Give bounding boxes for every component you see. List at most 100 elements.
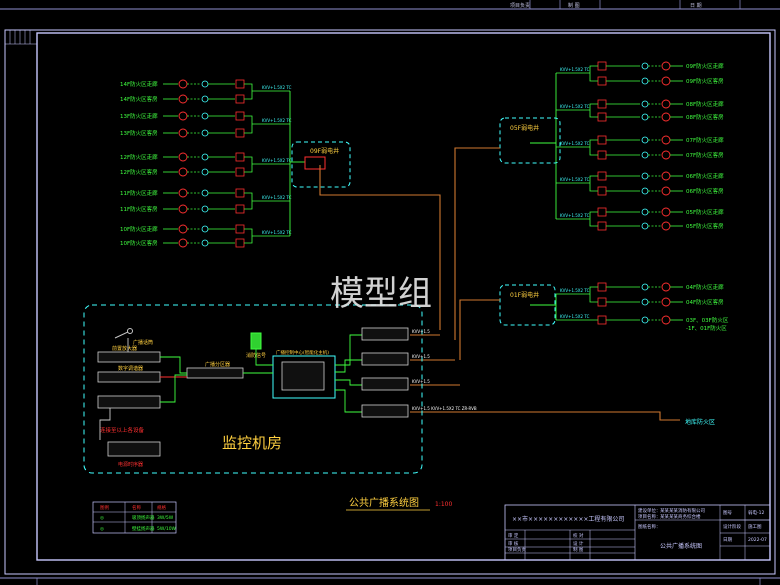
company-name: ××市××××××××××××工程有限公司 xyxy=(512,515,624,523)
junction-box-icon xyxy=(597,297,607,307)
volume-control-icon xyxy=(661,76,671,86)
volume-control-icon xyxy=(661,282,671,292)
right-output-label: 06F防火区走廊 xyxy=(686,172,724,180)
right-low-output-label: 04F防火区客房 xyxy=(686,298,724,306)
right-floor-group: 09F防火区走廊09F防火区客房08F防火区走廊08F防火区客房07F防火区走廊… xyxy=(530,61,724,231)
left-output-label: 13F防火区客房 xyxy=(120,129,158,137)
trunk-label: KVV+1.5X2 TC xyxy=(560,104,590,109)
control-room-label: 监控机房 xyxy=(222,434,282,452)
left-output-label: 11F防火区客房 xyxy=(120,205,158,213)
volume-control-icon xyxy=(178,204,188,214)
junction-box-icon xyxy=(235,152,245,162)
volume-control-icon xyxy=(661,112,671,122)
right-output-label: 08F防火区走廊 xyxy=(686,100,724,108)
volume-control-icon xyxy=(178,238,188,248)
junction-box-icon xyxy=(597,186,607,196)
left-output-label: 11F防火区走廊 xyxy=(120,189,158,197)
preamp-label: 前置放大器 xyxy=(112,345,137,352)
legend-cell: 名称 xyxy=(132,504,141,511)
panel-01f-label: 01F弱电井 xyxy=(510,291,539,299)
legend-cell: 规格 xyxy=(157,504,166,511)
volume-control-icon xyxy=(178,152,188,162)
date-value: 2022-07 xyxy=(748,537,767,543)
speaker-icon xyxy=(201,112,209,120)
speaker-icon xyxy=(201,205,209,213)
junction-box-icon xyxy=(235,111,245,121)
speaker-icon xyxy=(201,95,209,103)
riser-label: KVV+1.5 xyxy=(412,379,430,384)
trunk-label: KVV+1.5X2 TC xyxy=(560,141,590,146)
matrix-unit xyxy=(186,367,244,379)
design-unit-value: 某某某某消防有限公司 xyxy=(660,507,705,514)
trunk-label: KVV+1.5X2 TC xyxy=(560,67,590,72)
top-strip-mid1: 制 图 xyxy=(568,2,580,9)
junction-box-icon xyxy=(597,99,607,109)
drawing-frame xyxy=(4,29,776,575)
speaker-icon xyxy=(201,239,209,247)
legend-cell: ◎ xyxy=(100,516,104,521)
speaker-icon xyxy=(641,172,649,180)
top-sheet-strip: 项目负责 制 图 日 期 xyxy=(0,0,780,10)
volume-control-icon xyxy=(661,297,671,307)
junction-box-icon xyxy=(597,315,607,325)
bus-bracket xyxy=(589,211,598,227)
stage-label: 设计阶段 xyxy=(723,523,741,530)
power-label: 电源时序器 xyxy=(118,461,143,468)
panel-05f-label: 05F弱电井 xyxy=(510,124,539,132)
speaker-icon xyxy=(201,80,209,88)
junction-box-icon xyxy=(597,221,607,231)
bus-bracket xyxy=(589,139,598,156)
legend-cell: 壁挂扬声器 xyxy=(132,525,155,532)
volume-control-icon xyxy=(661,135,671,145)
bus-bracket xyxy=(589,65,598,82)
legend-cell: ◎ xyxy=(100,527,104,532)
junction-box-icon xyxy=(597,150,607,160)
code-label: 图号 xyxy=(723,510,732,516)
mic-icon xyxy=(114,328,133,339)
right-low-output-label: 04F防火区走廊 xyxy=(686,283,724,291)
right-output-label: 09F防火区走廊 xyxy=(686,62,724,70)
right-low-floor-group: 04F防火区走廊04F防火区客房03F、03F防火区-1F、01F防火区KVV+… xyxy=(530,282,729,332)
speaker-icon xyxy=(641,222,649,230)
speaker-icon xyxy=(641,62,649,70)
volume-control-icon xyxy=(661,99,671,109)
drawing-title: 公共广播系统图 xyxy=(349,496,419,509)
volume-control-icon xyxy=(178,188,188,198)
title-block: ××市××××××××××××工程有限公司 审 定 审 核 项目负责 校 对 设… xyxy=(504,504,771,561)
speaker-icon xyxy=(201,225,209,233)
volume-control-icon xyxy=(178,111,188,121)
junction-box-icon xyxy=(597,135,607,145)
drawing-scale: 1:100 xyxy=(435,501,452,508)
bus-bracket xyxy=(244,228,253,244)
speaker-icon xyxy=(641,283,649,291)
riser-label: KVV+1.5 KVV+1.5X2 TC ZR-RVB xyxy=(412,406,477,411)
left-output-label: 14F防火区走廊 xyxy=(120,80,158,88)
panel-09f-label: 09F弱电井 xyxy=(310,147,339,155)
power-note: 连接至以上各设备 xyxy=(100,426,145,434)
watermark: 模型组 xyxy=(330,274,432,314)
right-low-output-sublabel: -1F、01F防火区 xyxy=(686,324,727,332)
volume-control-icon xyxy=(661,61,671,71)
design-unit-label: 建设单位： xyxy=(638,507,661,514)
right-output-label: 07F防火区走廊 xyxy=(686,136,724,144)
junction-box-icon xyxy=(235,79,245,89)
left-output-label: 13F防火区走廊 xyxy=(120,112,158,120)
speaker-icon xyxy=(641,77,649,85)
bus-bracket xyxy=(589,286,598,303)
volume-control-icon xyxy=(178,79,188,89)
left-output-label: 10F防火区走廊 xyxy=(120,225,158,233)
panel-01f: 01F弱电井 xyxy=(499,284,556,326)
code-value: 弱电-12 xyxy=(748,509,764,516)
panel-09f: 09F弱电井 xyxy=(291,141,351,188)
legend-cell: 5W/10W xyxy=(157,526,177,532)
host-label: 广播控制中心(智能化主机) xyxy=(276,349,329,356)
left-output-label: 12F防火区客房 xyxy=(120,168,158,176)
riser-label: KVV+1.5 xyxy=(412,329,430,334)
speaker-icon xyxy=(201,168,209,176)
volume-control-icon xyxy=(661,171,671,181)
tb-row2-1: 校 对 xyxy=(573,532,584,539)
volume-control-icon xyxy=(661,186,671,196)
trunk-label: KVV+1.5X2 TC xyxy=(560,177,590,182)
trunk-lines xyxy=(319,147,680,421)
